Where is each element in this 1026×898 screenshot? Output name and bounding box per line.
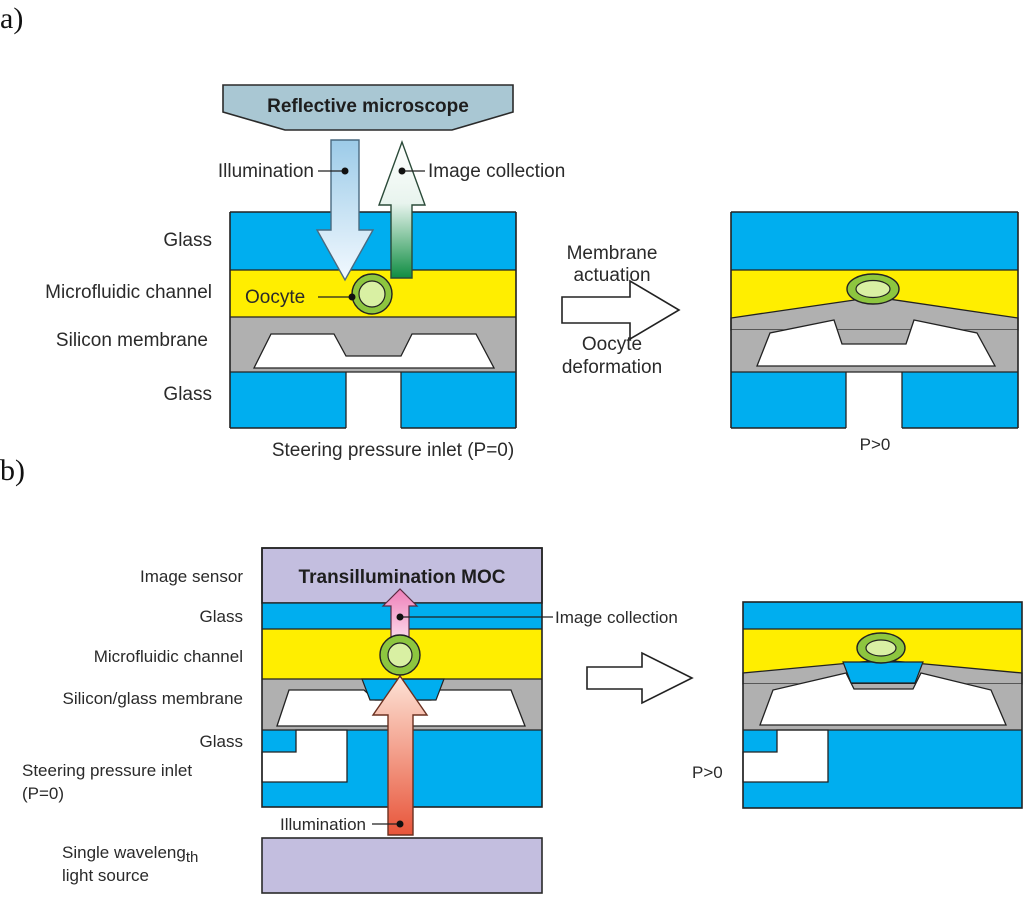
sensor-title: Transillumination MOC bbox=[299, 567, 506, 588]
steering-inlet-label-b1: Steering pressure inlet bbox=[22, 761, 192, 780]
image-collection-arrow bbox=[377, 139, 427, 279]
actuation-label-2: actuation bbox=[573, 265, 650, 286]
actuation-arrow-b bbox=[586, 651, 694, 705]
glass-top-layer bbox=[230, 212, 516, 270]
glass-bottom-label-b: Glass bbox=[200, 732, 243, 751]
channel-label: Microfluidic channel bbox=[45, 282, 212, 303]
membrane-cavity bbox=[252, 333, 496, 369]
membrane-label-b: Silicon/glass membrane bbox=[63, 689, 243, 708]
pressure-label-a: P>0 bbox=[860, 435, 891, 454]
illumination-label: Illumination bbox=[218, 161, 314, 182]
deformation-label-2: deformation bbox=[562, 357, 662, 378]
light-source bbox=[261, 837, 543, 894]
pressure-label-b: P>0 bbox=[692, 763, 723, 782]
light-source-label-2: light source bbox=[62, 866, 149, 885]
glass-bottom-right bbox=[401, 372, 516, 428]
illumination-arrow bbox=[315, 139, 375, 282]
actuation-arrow bbox=[561, 279, 681, 341]
light-source-label-1: Single wavelength bbox=[62, 843, 198, 866]
illumination-label-b: Illumination bbox=[280, 815, 366, 834]
reflective-microscope: Reflective microscope bbox=[222, 84, 514, 131]
image-sensor-label: Image sensor bbox=[140, 567, 243, 586]
image-collection-arrow-b bbox=[381, 588, 419, 638]
microscope-label: Reflective microscope bbox=[267, 96, 469, 117]
oocyte-deformed bbox=[846, 273, 900, 305]
glass-membrane-insert-right bbox=[842, 661, 924, 684]
channel-label-b: Microfluidic channel bbox=[94, 647, 243, 666]
oocyte-deformed-b bbox=[856, 632, 906, 664]
illumination-arrow-b bbox=[371, 674, 429, 836]
image-collection-label: Image collection bbox=[428, 161, 565, 182]
chip-a-right bbox=[730, 211, 1019, 429]
actuation-label-1: Membrane bbox=[567, 243, 658, 264]
chip-b-right bbox=[742, 601, 1023, 809]
steering-inlet bbox=[346, 372, 401, 428]
panel-b-letter: b) bbox=[0, 454, 25, 487]
membrane-label: Silicon membrane bbox=[56, 330, 208, 351]
glass-top-label: Glass bbox=[163, 230, 212, 251]
oocyte-label: Oocyte bbox=[245, 287, 305, 308]
panel-a-letter: a) bbox=[0, 2, 23, 35]
steering-inlet-label-b2: (P=0) bbox=[22, 784, 64, 803]
glass-bottom-label: Glass bbox=[163, 384, 212, 405]
oocyte-cell-b bbox=[379, 634, 421, 676]
steering-inlet-label: Steering pressure inlet (P=0) bbox=[272, 440, 514, 461]
glass-bottom-left bbox=[230, 372, 346, 428]
deformation-label-1: Oocyte bbox=[582, 334, 642, 355]
oocyte-cell bbox=[351, 273, 393, 315]
image-collection-label-b: Image collection bbox=[555, 608, 678, 627]
chip-a-left bbox=[229, 211, 517, 429]
glass-top-label-b: Glass bbox=[200, 607, 243, 626]
